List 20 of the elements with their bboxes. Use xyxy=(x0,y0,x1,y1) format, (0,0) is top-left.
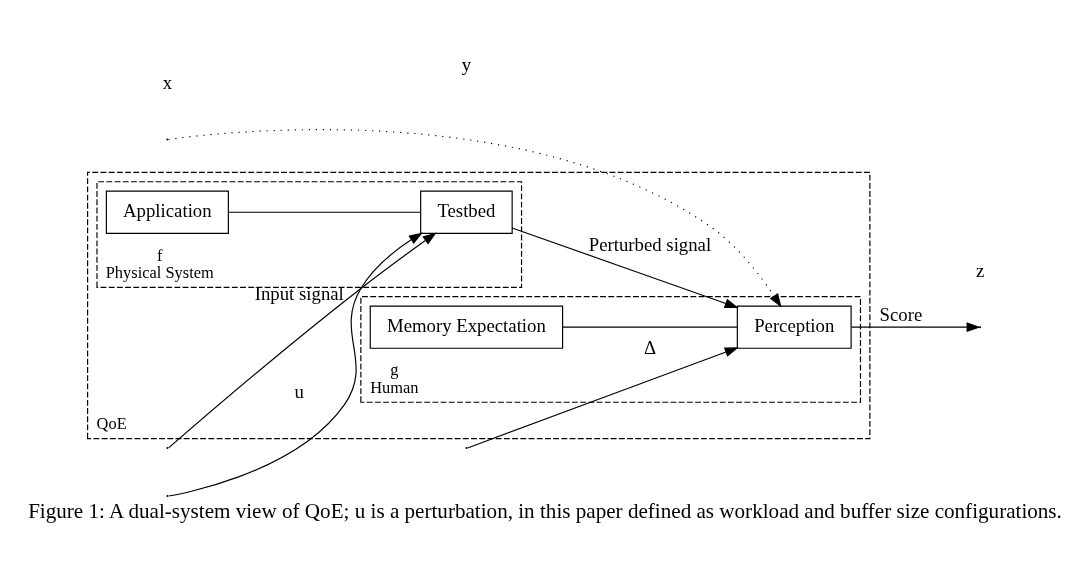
edge-label: Perturbed signal xyxy=(588,233,712,255)
node-box: Testbed xyxy=(420,190,513,234)
arrow xyxy=(168,231,437,448)
label: x xyxy=(162,71,173,93)
edge-label: u xyxy=(294,380,304,402)
node-box: Memory Expectation xyxy=(369,304,564,349)
edge-label: Δ xyxy=(643,336,656,358)
caption: Figure 1: A dual-system view of QoE; u is a perturbation, in this paper defined as workload and buffer size configurations. xyxy=(28,498,1062,523)
connector xyxy=(562,326,738,328)
node-box: Application xyxy=(105,190,229,234)
arrow xyxy=(168,128,782,307)
label: y xyxy=(461,53,472,75)
node-box: Perception xyxy=(736,304,852,349)
arrow xyxy=(511,226,739,308)
arrow xyxy=(467,346,739,449)
arrow xyxy=(850,321,981,332)
label: z xyxy=(975,259,985,280)
edge-label: Score xyxy=(879,303,923,325)
connector xyxy=(228,211,421,213)
arrow xyxy=(168,231,423,497)
